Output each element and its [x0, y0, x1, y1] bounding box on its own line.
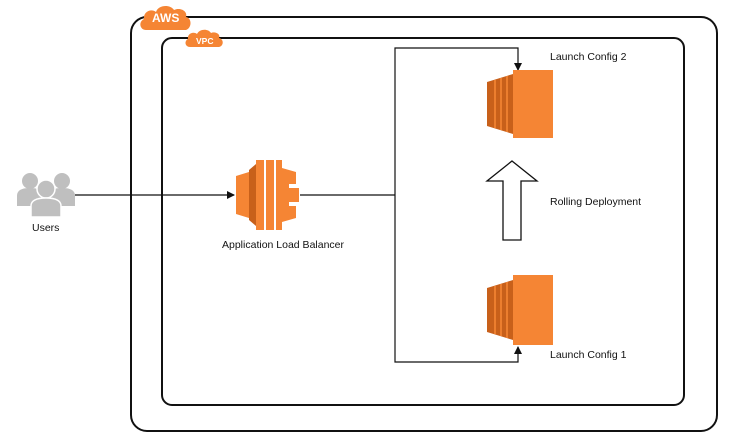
- launch-config-2-label: Launch Config 2: [550, 51, 627, 63]
- load-balancer-icon: [236, 160, 299, 230]
- vpc-cloud-icon: [185, 29, 223, 47]
- rolling-deployment-label: Rolling Deployment: [550, 196, 642, 208]
- trunk-to-launch-config-2-connector: [394, 47, 522, 195]
- users-label: Users: [32, 222, 60, 234]
- launch-config-1-label: Launch Config 1: [550, 349, 627, 361]
- vpc-container: [161, 37, 685, 406]
- load-balancer-label: Application Load Balancer: [222, 239, 345, 251]
- rolling-deployment-arrow: [485, 160, 539, 241]
- launch-config-1-icon: [487, 275, 553, 345]
- launch-config-2-icon: [487, 70, 553, 138]
- trunk-to-launch-config-1-connector: [394, 195, 522, 363]
- vpc-label: VPC: [196, 36, 214, 46]
- aws-label: AWS: [152, 11, 180, 25]
- users-icon: [17, 173, 75, 218]
- aws-cloud-icon: [140, 6, 191, 30]
- aws-cloud-container: [130, 16, 718, 432]
